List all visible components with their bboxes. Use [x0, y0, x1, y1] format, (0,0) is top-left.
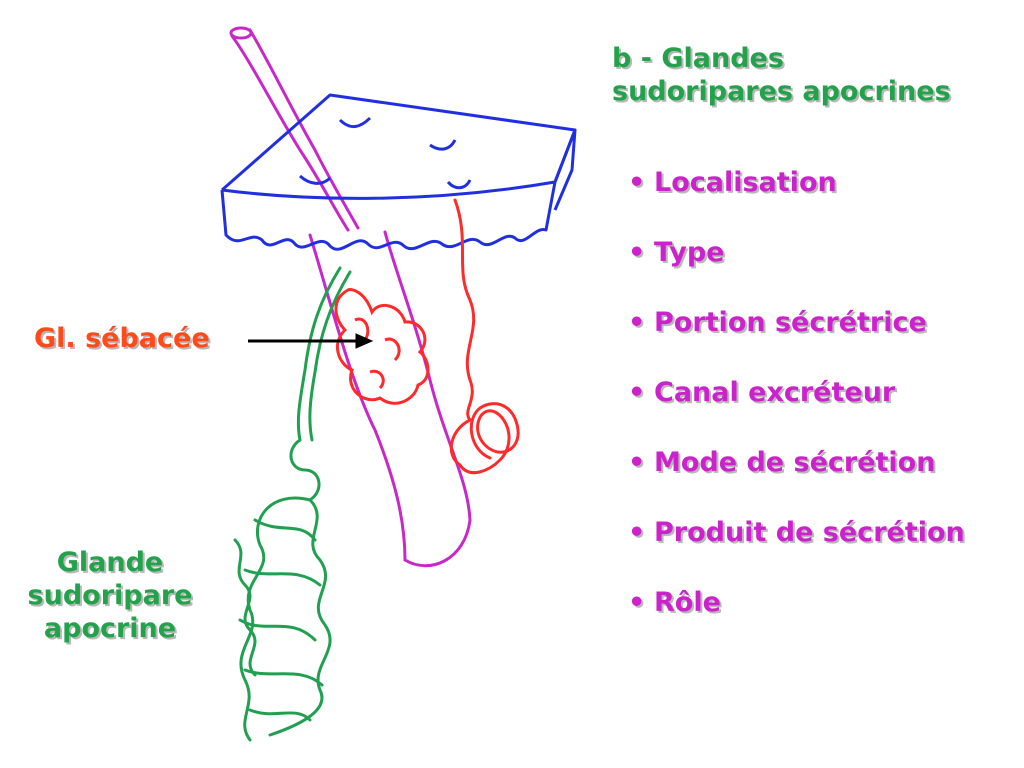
- slide-title: b - Glandes sudoripares apocrines: [612, 42, 951, 108]
- apocrine-label-line-1: Glande: [56, 547, 164, 578]
- topic-item-type: • Type: [628, 236, 965, 306]
- sebaceous-gland: [334, 288, 430, 405]
- topic-item-localisation: • Localisation: [628, 166, 965, 236]
- apocrine-gland-label: Glande sudoripare apocrine: [10, 546, 210, 645]
- skin-block: [220, 93, 577, 251]
- apocrine-sweat-gland: [233, 266, 352, 742]
- bullet-dot: •: [628, 167, 646, 198]
- title-line-1: b - Glandes: [612, 43, 784, 74]
- topic-item-canal-excreteur: • Canal excréteur: [628, 376, 965, 446]
- bullet-dot: •: [628, 237, 646, 268]
- topic-label: Portion sécrétrice: [654, 307, 927, 338]
- bullet-dot: •: [628, 377, 646, 408]
- topic-label: Type: [654, 237, 725, 268]
- bullet-dot: •: [628, 307, 646, 338]
- sebaceous-gland-label: Gl. sébacée: [34, 323, 210, 354]
- topic-item-mode-de-secretion: • Mode de sécrétion: [628, 446, 965, 516]
- topic-item-produit-de-secretion: • Produit de sécrétion: [628, 516, 965, 586]
- bullet-dot: •: [628, 517, 646, 548]
- topic-label: Mode de sécrétion: [654, 447, 936, 478]
- sebaceous-pointer-arrow: [248, 333, 374, 349]
- eccrine-sweat-gland: [449, 198, 520, 475]
- title-line-2: sudoripares apocrines: [612, 76, 951, 107]
- topic-label: Produit de sécrétion: [654, 517, 965, 548]
- apocrine-label-line-3: apocrine: [43, 613, 177, 644]
- apocrine-label-line-2: sudoripare: [27, 580, 193, 611]
- topic-list: •Localisation •Type •Portion sécrétrice …: [628, 166, 965, 656]
- topic-label: Canal excréteur: [654, 377, 896, 408]
- topic-label: Rôle: [654, 587, 721, 618]
- topic-item-portion-secretrice: • Portion sécrétrice: [628, 306, 965, 376]
- bullet-dot: •: [628, 587, 646, 618]
- topic-label: Localisation: [654, 167, 837, 198]
- topic-item-role: • Rôle: [628, 586, 965, 656]
- bullet-dot: •: [628, 447, 646, 478]
